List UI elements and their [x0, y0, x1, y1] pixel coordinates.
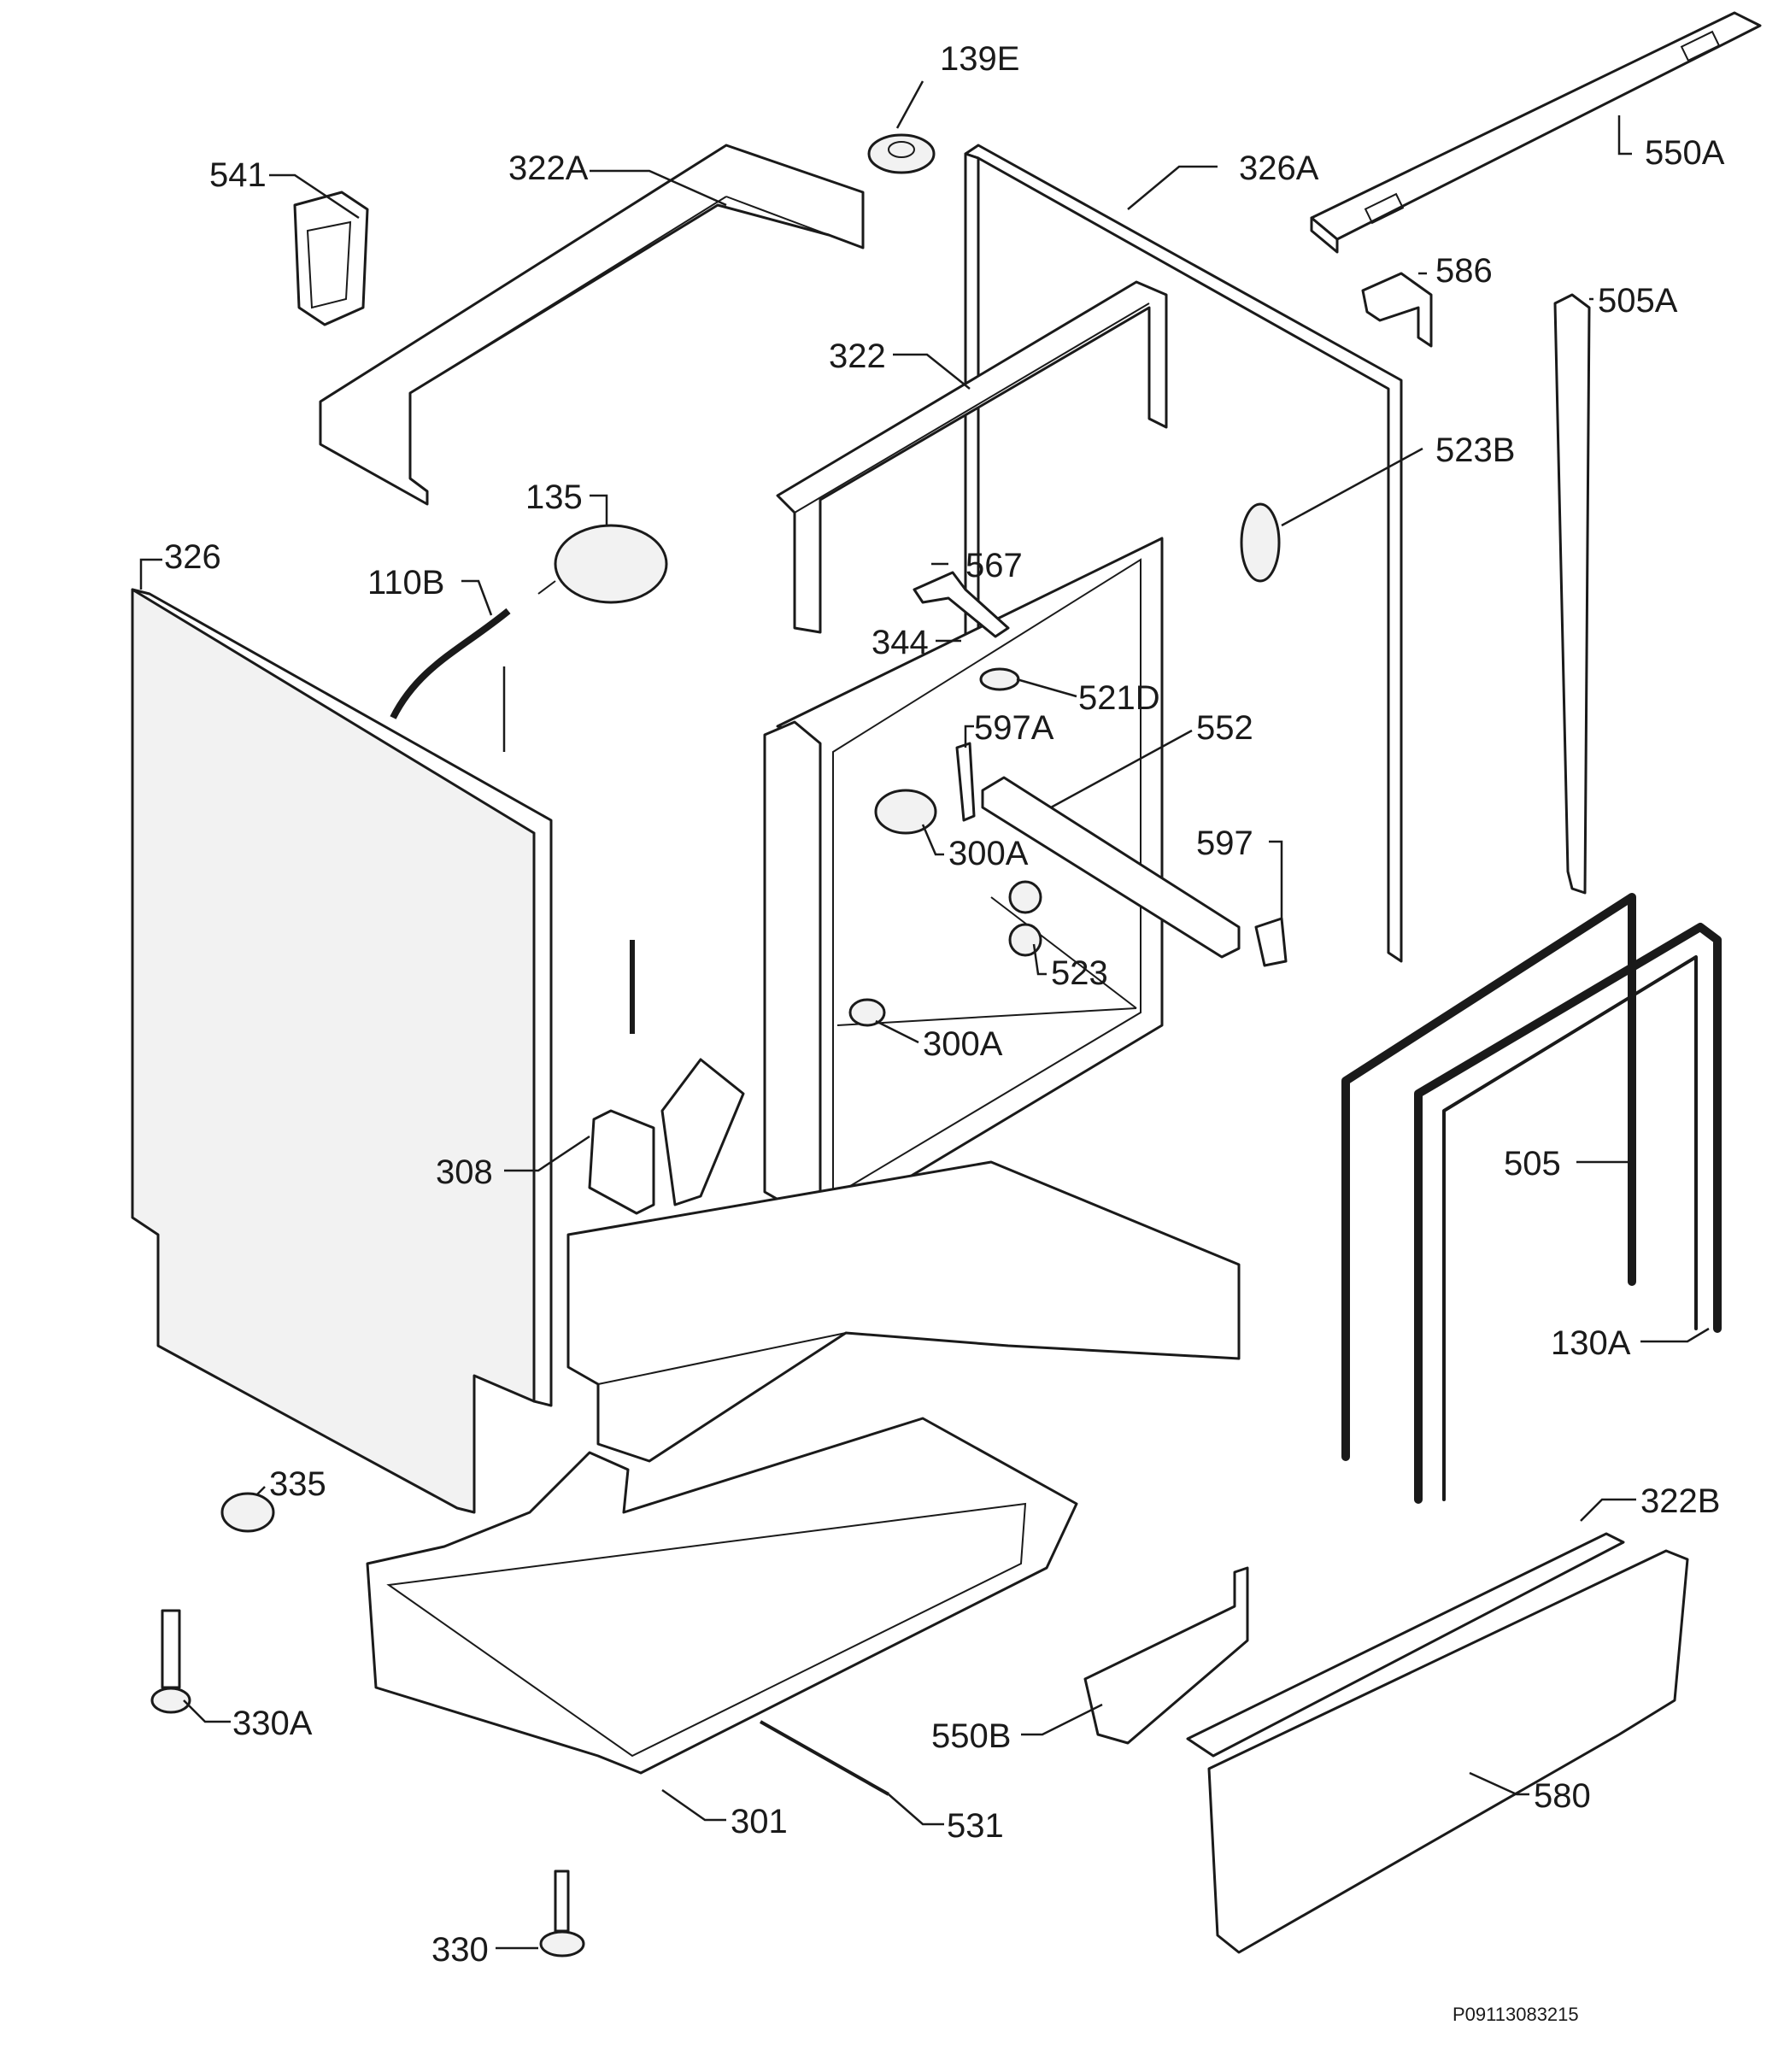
label-301: 301 [731, 1803, 788, 1840]
part-labels: 139E 541 322A 326A 550A 586 505A 322 523… [164, 40, 1725, 1969]
label-326A: 326A [1239, 150, 1319, 187]
label-335: 335 [269, 1465, 326, 1503]
part-531-rod [760, 1720, 889, 1796]
part-521D-ring [979, 667, 1020, 691]
part-301-base-pan [366, 1417, 1078, 1775]
part-335-nut [220, 1492, 275, 1533]
label-586: 586 [1435, 252, 1493, 290]
label-552: 552 [1196, 709, 1253, 747]
reference-code: P09113083215 [1453, 2004, 1579, 2025]
part-300A-lower [848, 998, 886, 1027]
part-505A-seal-strip [1553, 293, 1591, 895]
label-523: 523 [1051, 954, 1108, 992]
label-308: 308 [436, 1153, 493, 1191]
part-541-clip [293, 191, 369, 326]
part-523-plugs [1008, 880, 1042, 957]
label-550A: 550A [1645, 134, 1725, 172]
part-326-side-panel [131, 588, 553, 1514]
label-326: 326 [164, 538, 221, 576]
label-550B: 550B [931, 1717, 1011, 1755]
label-300A-lower: 300A [923, 1025, 1003, 1063]
label-330A: 330A [232, 1705, 313, 1742]
label-597: 597 [1196, 825, 1253, 862]
part-308-hinge [588, 940, 745, 1215]
label-135: 135 [525, 478, 583, 516]
label-505: 505 [1504, 1145, 1561, 1183]
part-597-clip [1254, 917, 1288, 967]
label-322B: 322B [1640, 1482, 1720, 1520]
label-110B: 110B [367, 564, 444, 602]
label-531: 531 [947, 1807, 1004, 1845]
part-523B-plug [1240, 502, 1281, 583]
label-505A: 505A [1598, 282, 1678, 320]
leader-lines [139, 80, 1710, 1950]
part-322-inner-frame [776, 280, 1168, 634]
label-567: 567 [965, 547, 1023, 584]
part-586-clip [1361, 272, 1433, 348]
part-580-kickplate [1207, 1549, 1689, 1954]
label-330: 330 [431, 1931, 489, 1969]
label-580: 580 [1534, 1777, 1591, 1815]
label-523B: 523B [1435, 431, 1515, 469]
label-139E: 139E [940, 40, 1019, 78]
part-322A-top-frame [319, 144, 865, 506]
label-344: 344 [872, 624, 929, 661]
part-552-rail [981, 776, 1241, 959]
part-330-screw [539, 1869, 585, 1958]
label-322A: 322A [508, 150, 589, 187]
part-base [566, 1160, 1241, 1463]
label-541: 541 [209, 156, 267, 194]
label-130A: 130A [1551, 1324, 1631, 1362]
label-300A-upper: 300A [948, 835, 1029, 872]
part-505-door-seal [1341, 893, 1636, 1461]
part-322B-rail [1186, 1532, 1625, 1758]
part-139E-nut [867, 133, 936, 174]
part-130A-door-seal [1414, 923, 1722, 1504]
part-300A-upper [874, 789, 937, 835]
part-tub-frame [763, 537, 1164, 1232]
part-110B-hose [390, 608, 511, 752]
label-597A: 597A [974, 709, 1054, 747]
part-135-float [537, 524, 668, 604]
part-567-344-clip [913, 571, 1010, 638]
part-550A-top-bracket [1310, 11, 1762, 254]
label-521D: 521D [1078, 679, 1160, 717]
label-322: 322 [829, 338, 886, 375]
part-550B-bracket [1083, 1566, 1249, 1745]
part-330A-screw [150, 1609, 191, 1714]
